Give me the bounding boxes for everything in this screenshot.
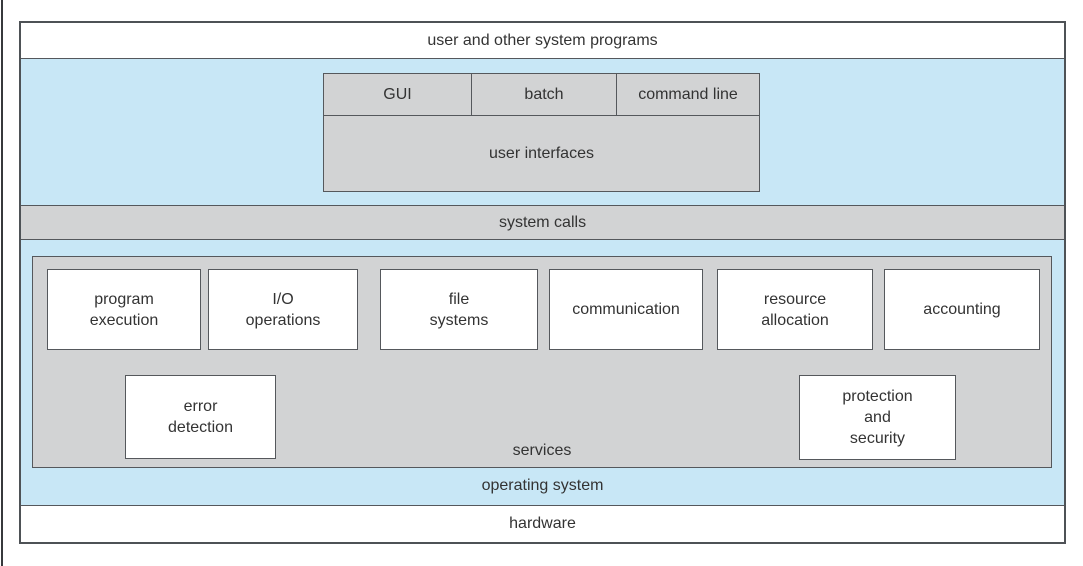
user-programs-label: user and other system programs (427, 31, 658, 49)
operating-system-label: operating system (481, 477, 604, 494)
hardware-band: hardware (21, 506, 1064, 542)
services-caption: services (33, 442, 1051, 460)
batch-cell: batch (471, 74, 616, 115)
services-box: program execution I/O operations file sy… (32, 256, 1052, 468)
os-structure-diagram: user and other system programs GUI batch… (19, 21, 1066, 544)
user-interfaces-band: GUI batch command line user interfaces (21, 59, 1064, 206)
service-communication-label: communication (572, 301, 680, 318)
service-file-systems-label: file systems (429, 290, 489, 329)
service-error-detection: error detection (125, 375, 276, 459)
user-interfaces-label: user interfaces (489, 144, 594, 162)
service-file-systems: file systems (380, 269, 538, 350)
service-io-operations-label: I/O operations (245, 290, 321, 329)
service-io-operations: I/O operations (208, 269, 358, 350)
gui-label: GUI (383, 85, 412, 103)
system-calls-bar: system calls (21, 206, 1064, 240)
command-line-label: command line (638, 85, 738, 103)
operating-system-band: program execution I/O operations file sy… (21, 240, 1064, 506)
user-interfaces-cell: user interfaces (324, 116, 759, 191)
service-program-execution-label: program execution (89, 290, 159, 329)
hardware-label: hardware (509, 515, 576, 532)
service-accounting-label: accounting (923, 301, 1001, 318)
service-protection-security-label: protection and security (842, 388, 913, 447)
command-line-cell: command line (616, 74, 759, 115)
service-resource-allocation-label: resource allocation (761, 290, 829, 329)
service-accounting: accounting (884, 269, 1040, 350)
user-programs-band: user and other system programs (21, 23, 1064, 59)
service-program-execution: program execution (47, 269, 201, 350)
service-resource-allocation: resource allocation (717, 269, 873, 350)
batch-label: batch (524, 85, 564, 103)
user-interfaces-box: GUI batch command line user interfaces (323, 73, 760, 192)
gui-cell: GUI (324, 74, 471, 115)
operating-system-caption: operating system (21, 467, 1064, 505)
interface-modes-row: GUI batch command line (324, 74, 759, 116)
system-calls-label: system calls (498, 213, 587, 231)
services-label: services (512, 442, 572, 459)
service-communication: communication (549, 269, 703, 350)
service-error-detection-label: error detection (168, 398, 233, 436)
page-left-rule (1, 0, 3, 566)
service-protection-security: protection and security (799, 375, 956, 460)
